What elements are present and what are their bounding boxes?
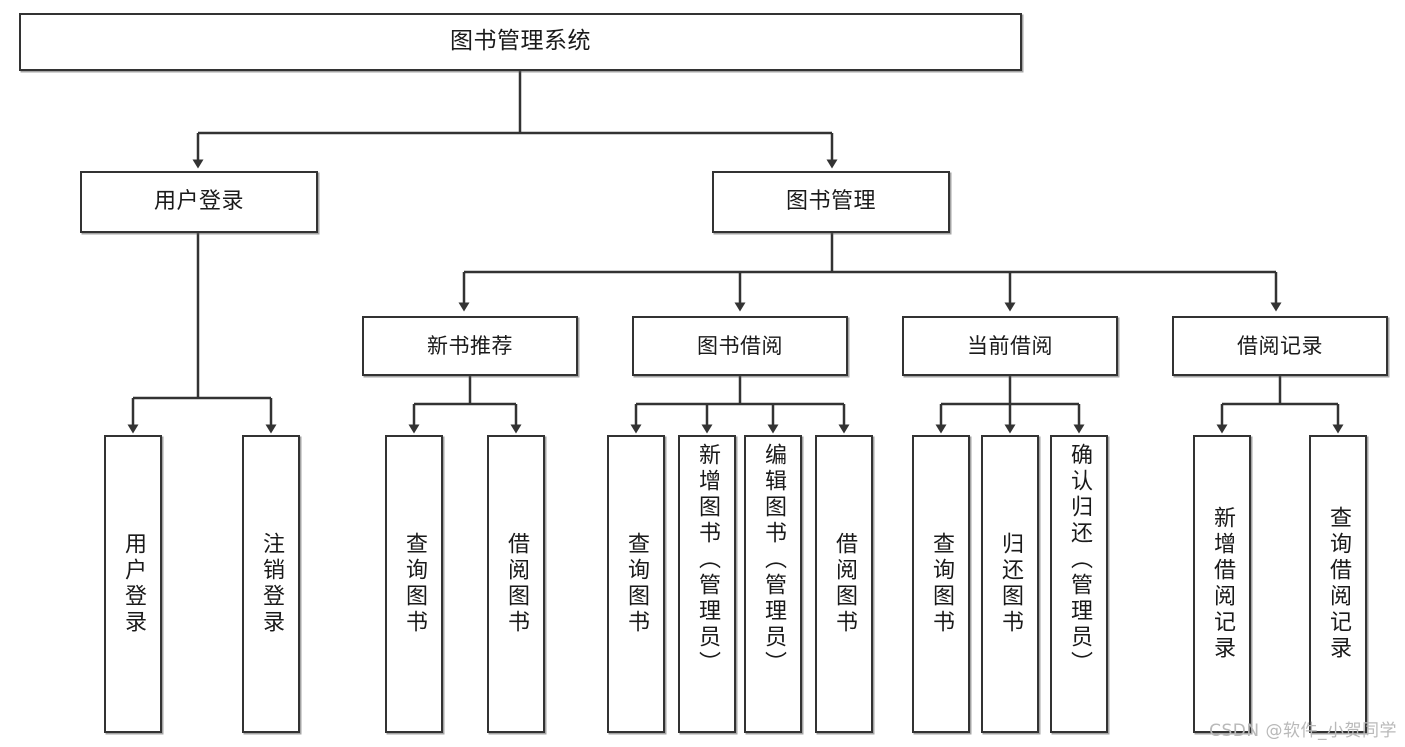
node-new-book-recommend[interactable]: 新书推荐 — [362, 316, 578, 376]
leaf-user-logout[interactable]: 注销登录 — [242, 435, 300, 733]
node-label: 归还图书 — [998, 532, 1023, 636]
node-label: 查询借阅记录 — [1326, 506, 1351, 662]
leaf-borrow-book[interactable]: 借阅图书 — [815, 435, 873, 733]
node-label: 图书借阅 — [697, 333, 783, 358]
leaf-user-login[interactable]: 用户登录 — [104, 435, 162, 733]
node-label: 新书推荐 — [427, 333, 513, 358]
node-borrow-record[interactable]: 借阅记录 — [1172, 316, 1388, 376]
node-label: 图书管理系统 — [450, 28, 591, 55]
node-label: 借阅图书 — [504, 532, 529, 636]
node-label: 新增图书（管理员） — [695, 443, 720, 677]
leaf-return-book[interactable]: 归还图书 — [981, 435, 1039, 733]
node-label: 注销登录 — [259, 532, 284, 636]
node-current-borrow[interactable]: 当前借阅 — [902, 316, 1118, 376]
node-user-login[interactable]: 用户登录 — [80, 171, 318, 233]
node-label: 用户登录 — [153, 189, 244, 215]
leaf-add-borrow-record[interactable]: 新增借阅记录 — [1193, 435, 1251, 733]
node-label: 图书管理 — [785, 189, 876, 215]
node-label: 查询图书 — [624, 532, 649, 636]
node-root-system[interactable]: 图书管理系统 — [19, 13, 1022, 71]
node-label: 查询图书 — [929, 532, 954, 636]
leaf-confirm-return-admin[interactable]: 确认归还（管理员） — [1050, 435, 1108, 733]
node-label: 当前借阅 — [967, 333, 1053, 358]
node-label: 借阅记录 — [1237, 333, 1323, 358]
leaf-edit-book-admin[interactable]: 编辑图书（管理员） — [744, 435, 802, 733]
leaf-query-book-borrow[interactable]: 查询图书 — [607, 435, 665, 733]
node-label: 确认归还（管理员） — [1067, 443, 1092, 677]
leaf-add-book-admin[interactable]: 新增图书（管理员） — [678, 435, 736, 733]
node-book-management[interactable]: 图书管理 — [712, 171, 950, 233]
leaf-query-book-recommend[interactable]: 查询图书 — [385, 435, 443, 733]
leaf-query-borrow-record[interactable]: 查询借阅记录 — [1309, 435, 1367, 733]
node-label: 新增借阅记录 — [1210, 506, 1235, 662]
leaf-borrow-book-recommend[interactable]: 借阅图书 — [487, 435, 545, 733]
node-label: 用户登录 — [121, 532, 146, 636]
node-book-borrow[interactable]: 图书借阅 — [632, 316, 848, 376]
leaf-query-book-current[interactable]: 查询图书 — [912, 435, 970, 733]
node-label: 编辑图书（管理员） — [761, 443, 786, 677]
node-label: 借阅图书 — [832, 532, 857, 636]
node-label: 查询图书 — [402, 532, 427, 636]
